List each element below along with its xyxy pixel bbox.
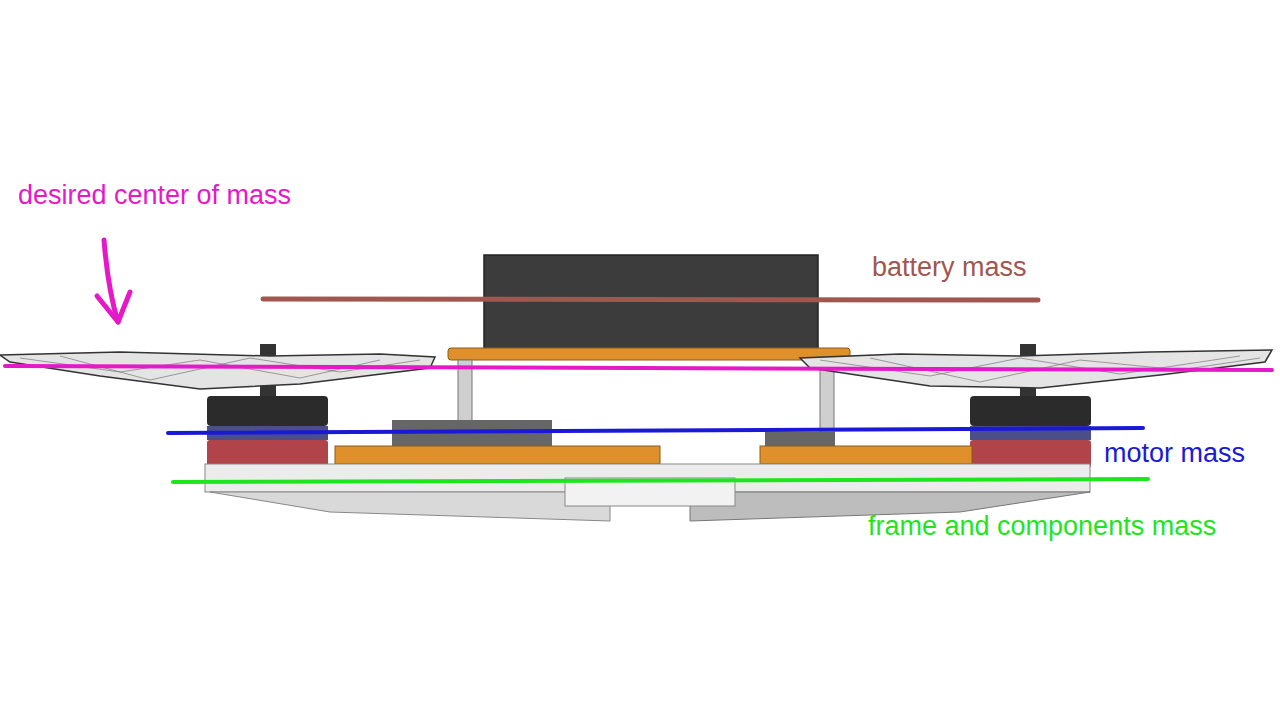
top-plate: [448, 348, 850, 360]
frame-label: frame and components mass: [868, 510, 1216, 542]
battery-line: [263, 299, 1038, 300]
pointer-arrow: [97, 240, 130, 322]
motor-line: [168, 428, 1143, 433]
motor-label: motor mass: [1104, 437, 1245, 469]
frame-arm: [210, 492, 610, 521]
motor: [970, 396, 1091, 468]
battery: [484, 255, 818, 350]
center-line: [5, 366, 1272, 370]
battery-label: battery mass: [872, 251, 1027, 283]
frame-line: [173, 479, 1148, 482]
propeller: [0, 352, 435, 389]
center-label: desired center of mass: [18, 179, 291, 211]
pcb: [335, 446, 660, 464]
pcb: [760, 446, 972, 464]
